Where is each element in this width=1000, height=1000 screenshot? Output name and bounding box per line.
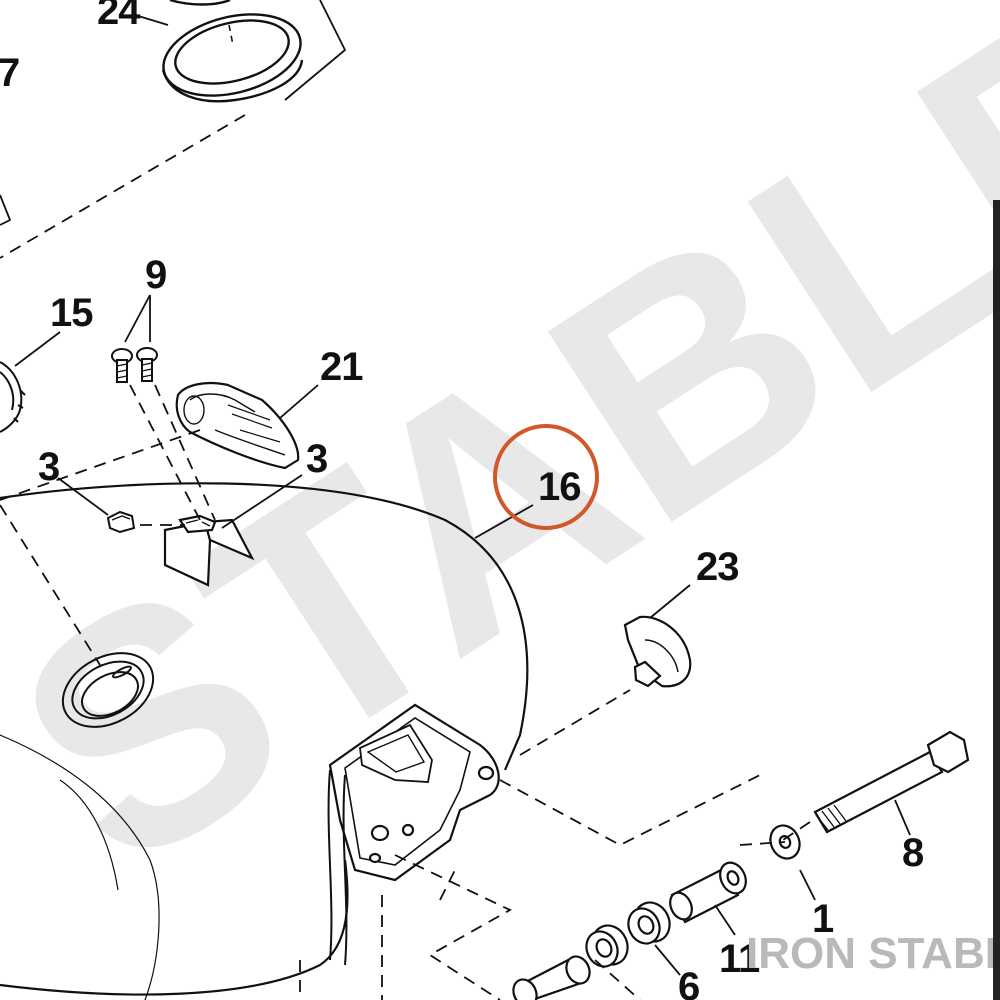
- callout-15: 15: [50, 291, 93, 335]
- highlight-circle-16: [493, 424, 599, 530]
- callout-11: 11: [719, 937, 760, 981]
- callout-3-right: 3: [306, 437, 327, 481]
- callout-21: 21: [320, 345, 363, 389]
- watermark-footer: IRON STABLE: [746, 929, 1000, 978]
- sleeve-11: [669, 861, 747, 924]
- assembly-dashed-lines: [0, 114, 811, 1000]
- cap-23: [623, 615, 692, 688]
- callout-23: 23: [696, 545, 739, 589]
- callout-6: 6: [678, 965, 699, 1000]
- right-edge-strip: [993, 200, 1000, 1000]
- lock-ring-15: [0, 361, 26, 433]
- callout-3-left: 3: [38, 445, 59, 489]
- seal-ring-24: [161, 0, 304, 103]
- tank-inner-curve-2: [59, 779, 119, 891]
- callout-7: 7: [0, 51, 19, 95]
- callout-16: 16: [538, 465, 581, 509]
- tank-outline: [0, 482, 529, 771]
- rear-mount-bracket: [328, 703, 500, 882]
- filler-neck: [61, 652, 155, 728]
- sleeve-lower: [512, 955, 591, 1000]
- clip-3-left: [106, 510, 136, 534]
- callout-1: 1: [812, 897, 834, 941]
- cover-21: [175, 381, 300, 470]
- grommet-6-upper: [627, 901, 671, 945]
- mount-strap: [327, 769, 348, 966]
- tank-inner-curve-1: [0, 734, 160, 1000]
- callout-labels: 24 7 9 15 21 3 3 16 23 8 1 11 6: [0, 0, 925, 1000]
- grommet-6-lower: [585, 924, 629, 968]
- callout-24: 24: [97, 0, 141, 33]
- screws-9: [111, 347, 158, 383]
- leader-lines: [14, 14, 911, 976]
- callout-8: 8: [902, 831, 924, 875]
- screw-right: [136, 347, 158, 382]
- assembly-bracket-lines: [0, 0, 347, 226]
- bolt-8: [813, 730, 970, 834]
- screw-left: [111, 348, 133, 383]
- callout-9: 9: [145, 253, 166, 297]
- bracket-3-right: [163, 514, 255, 587]
